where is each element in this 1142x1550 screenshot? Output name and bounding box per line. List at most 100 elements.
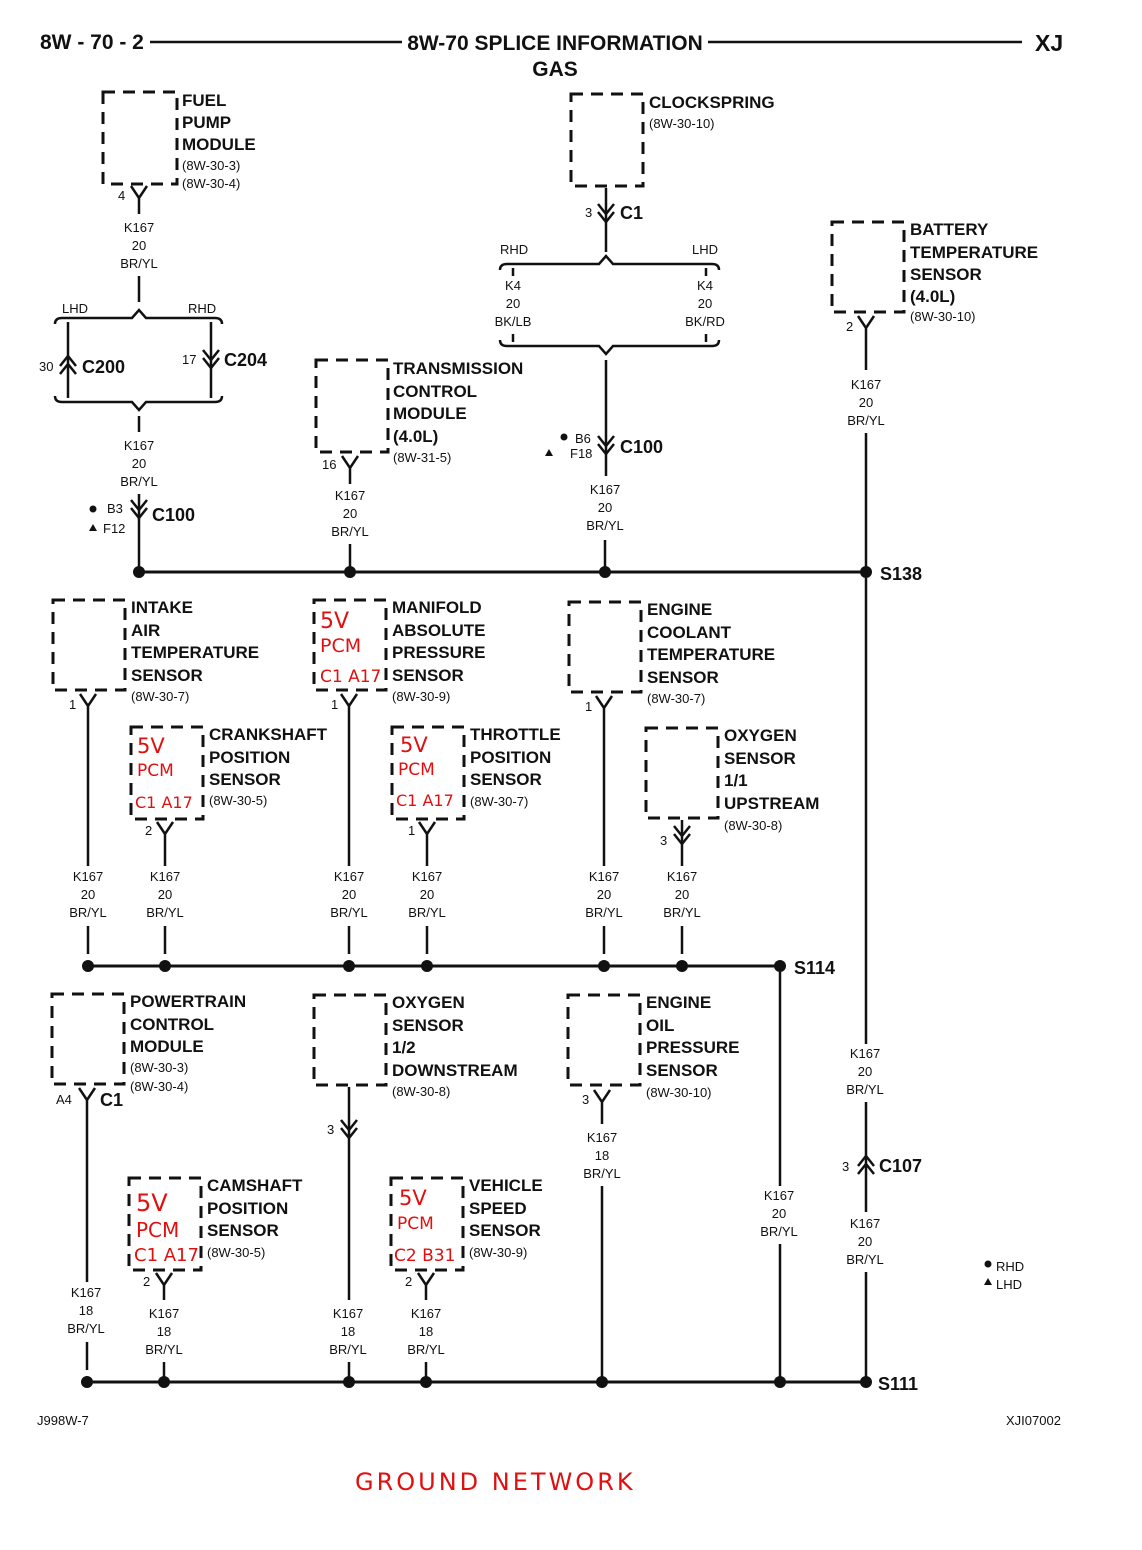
figure-code: XJI07002 [1006,1413,1061,1428]
tcm-box [314,358,390,454]
component-name: SENSOR [131,666,203,685]
component-name: POWERTRAIN [130,992,246,1011]
splice-s111: S111 [81,1374,918,1394]
wire-label: BR/YL [846,1252,884,1267]
wire-label: BR/YL [407,1342,445,1357]
ckp-box [129,725,205,821]
handwritten-note: C1 A17 [135,793,193,812]
terminal-icon [592,1089,612,1124]
splice-node [133,566,145,578]
wire-label: BR/YL [846,1082,884,1097]
clockspring-box [569,92,645,188]
o2-downstream-box [312,993,388,1087]
component-name: SENSOR [646,1061,718,1080]
component-name: POSITION [470,748,551,767]
component-ref: (8W-30-8) [724,818,782,833]
pcm-box [50,992,126,1086]
splice-node [343,960,355,972]
splice-node [82,960,94,972]
wire-label: BR/YL [330,905,368,920]
pin-number: 2 [405,1274,412,1289]
page-number: 8W - 70 - 2 [40,31,144,54]
component-name: OIL [646,1016,674,1035]
component-name: OXYGEN [392,993,465,1012]
wire-label: K167 [71,1285,101,1300]
splice-label: S114 [794,958,835,978]
lhd-label: LHD [62,301,88,316]
component-ref: (8W-30-5) [207,1245,265,1260]
handwritten-note: 5V [136,1189,168,1217]
component-name: PRESSURE [392,643,486,662]
iat-box [51,598,127,692]
terminal-icon [154,1272,174,1300]
wire-label: BK/LB [495,314,532,329]
handwritten-note: C2 B31 [394,1246,455,1266]
component-name: CONTROL [130,1015,214,1034]
terminal-icon [340,455,360,484]
splice-s138: S138 [133,564,922,584]
component-name: PRESSURE [646,1038,740,1057]
pin-number: 1 [331,697,338,712]
wire-label: 20 [132,456,146,471]
wire-label: K167 [149,1306,179,1321]
wire-label: BR/YL [408,905,446,920]
wire-label: K167 [412,869,442,884]
component-ref: (8W-30-3) [182,158,240,173]
splice-node [343,1376,355,1388]
wire-label: 20 [420,887,434,902]
component-name: SENSOR [647,668,719,687]
splice-s114: S114 K167 20 BR/YL [82,958,835,1382]
component-name: COOLANT [647,623,732,642]
handwritten-note: C1 A17 [134,1245,199,1266]
option-brace [53,308,224,325]
component-name: CLOCKSPRING [649,93,775,112]
handwritten-note: 5V [137,734,165,758]
pin-number: 3 [842,1159,849,1174]
wire-label: BR/YL [760,1224,798,1239]
pin-number: 3 [660,833,667,848]
wire-label: K167 [850,1046,880,1061]
component-name: TEMPERATURE [647,645,775,664]
legend-label: LHD [996,1277,1022,1292]
handwritten-note: 5V [320,609,349,634]
battery-temperature-sensor: BATTERY TEMPERATURE SENSOR (4.0L) (8W-30… [830,220,1038,572]
component-name: POSITION [209,748,290,767]
component-name: ENGINE [646,993,711,1012]
pin-number: 3 [582,1092,589,1107]
connector-name: C200 [82,357,125,377]
component-name: SENSOR [910,265,982,284]
pin-number: 30 [39,359,53,374]
splice-node [676,960,688,972]
pin-number: A4 [56,1092,72,1107]
component-name: CRANKSHAFT [209,725,328,744]
wire-label: BR/YL [585,905,623,920]
connector-icon [130,499,148,521]
handwritten-note: PCM [397,1214,434,1234]
component-name: MODULE [182,135,256,154]
connector-icon [597,203,615,225]
component-ref: (8W-30-10) [646,1085,712,1100]
connector-icon [340,1119,358,1141]
component-name: FUEL [182,91,226,110]
vehicle-speed-sensor: 5V PCM C2 B31 VEHICLE SPEED SENSOR (8W-3… [389,1176,543,1382]
splice-node [159,960,171,972]
component-ref: (8W-30-10) [910,309,976,324]
pin-number: 1 [408,823,415,838]
connector-name: C1 [620,203,643,223]
wire-label: 20 [675,887,689,902]
handwritten-note: PCM [136,1218,179,1242]
trunk-c107: K167 20 BR/YL 3 C107 K167 20 BR/YL [842,1046,922,1382]
terminal-icon [417,821,437,866]
connector-name: C100 [152,505,195,525]
oil-pressure-box [566,993,642,1087]
component-ref: (8W-30-7) [131,689,189,704]
footer: J998W-7 XJI07002 GROUND NETWORK [37,1413,1061,1496]
lhd-triangle-icon [545,449,553,456]
legend: RHD LHD [984,1259,1024,1292]
engine-coolant-temperature-sensor: ENGINE COOLANT TEMPERATURE SENSOR (8W-30… [567,600,775,954]
splice-node [421,960,433,972]
throttle-position-sensor: 5V PCM C1 A17 THROTTLE POSITION SENSOR (… [390,725,561,954]
connector-icon [59,353,77,375]
